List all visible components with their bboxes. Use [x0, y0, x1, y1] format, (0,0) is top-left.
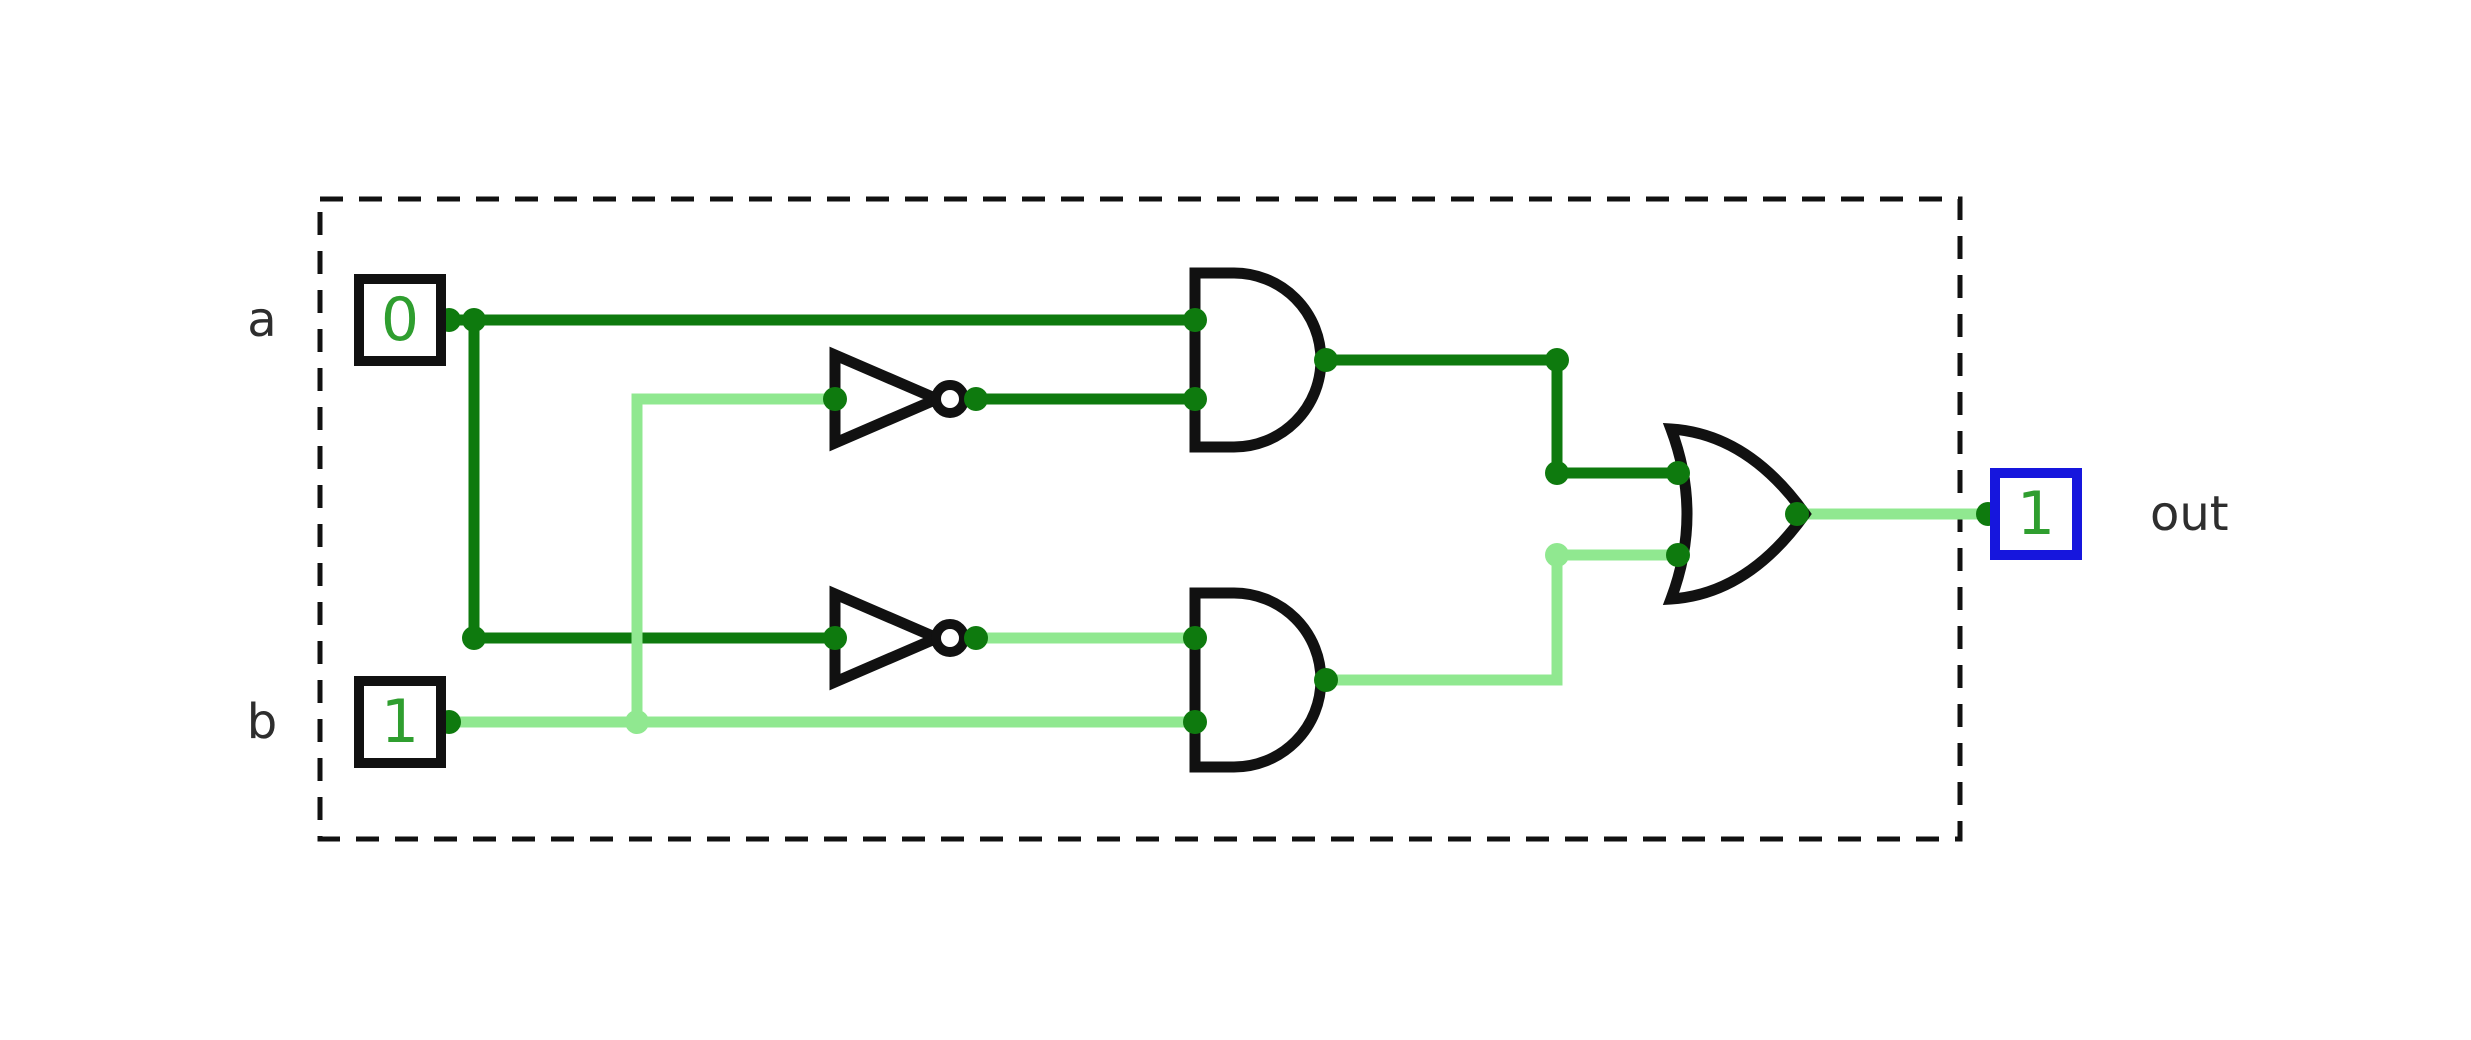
- not-gate-top[interactable]: [829, 346, 951, 452]
- input-box-a[interactable]: [354, 274, 446, 366]
- output-label: out: [2150, 486, 2229, 542]
- input-switch-b[interactable]: 1: [354, 676, 446, 768]
- connection-dot: [1183, 626, 1207, 650]
- and-gate-bottom[interactable]: [1189, 587, 1327, 773]
- connection-dot: [1314, 668, 1338, 692]
- and-gate-top[interactable]: [1189, 267, 1327, 453]
- connection-dot: [1314, 348, 1338, 372]
- junction-dot: [462, 308, 486, 332]
- wire-a-branch-to-not-bottom: [468, 320, 835, 644]
- junction-dot: [625, 710, 649, 734]
- junction-dot: [1545, 348, 1569, 372]
- connection-dot: [823, 387, 847, 411]
- input-label-b: b: [247, 694, 277, 750]
- gates: [829, 267, 1812, 773]
- connection-dot: [964, 387, 988, 411]
- connection-dot: [964, 626, 988, 650]
- input-box-b[interactable]: [354, 676, 446, 768]
- input-label-a: a: [247, 292, 276, 348]
- connection-dot: [1666, 461, 1690, 485]
- connection-dot: [1183, 710, 1207, 734]
- input-switch-a[interactable]: 0: [354, 274, 446, 366]
- output-box[interactable]: [1990, 468, 2082, 560]
- output-value: 1: [2017, 479, 2055, 549]
- wire-and-bottom-output: [1321, 549, 1684, 686]
- input-value-a: 0: [381, 285, 419, 355]
- junction-dot: [1545, 543, 1569, 567]
- not-bubble-bottom: [931, 619, 969, 657]
- or-gate[interactable]: [1662, 422, 1812, 606]
- junction-dot: [462, 626, 486, 650]
- connection-dot: [823, 626, 847, 650]
- not-bubble-top: [931, 380, 969, 418]
- connection-dot: [1785, 502, 1809, 526]
- wire-and-top-output: [1321, 354, 1684, 479]
- not-gate-bottom[interactable]: [829, 585, 951, 691]
- wire-b-branch-to-not-top: [631, 393, 835, 722]
- output-indicator[interactable]: 1: [1990, 468, 2082, 560]
- input-value-b: 1: [381, 687, 419, 757]
- connection-dot: [1183, 387, 1207, 411]
- junction-dot: [1545, 461, 1569, 485]
- connection-dot: [1666, 543, 1690, 567]
- connection-dot: [1183, 308, 1207, 332]
